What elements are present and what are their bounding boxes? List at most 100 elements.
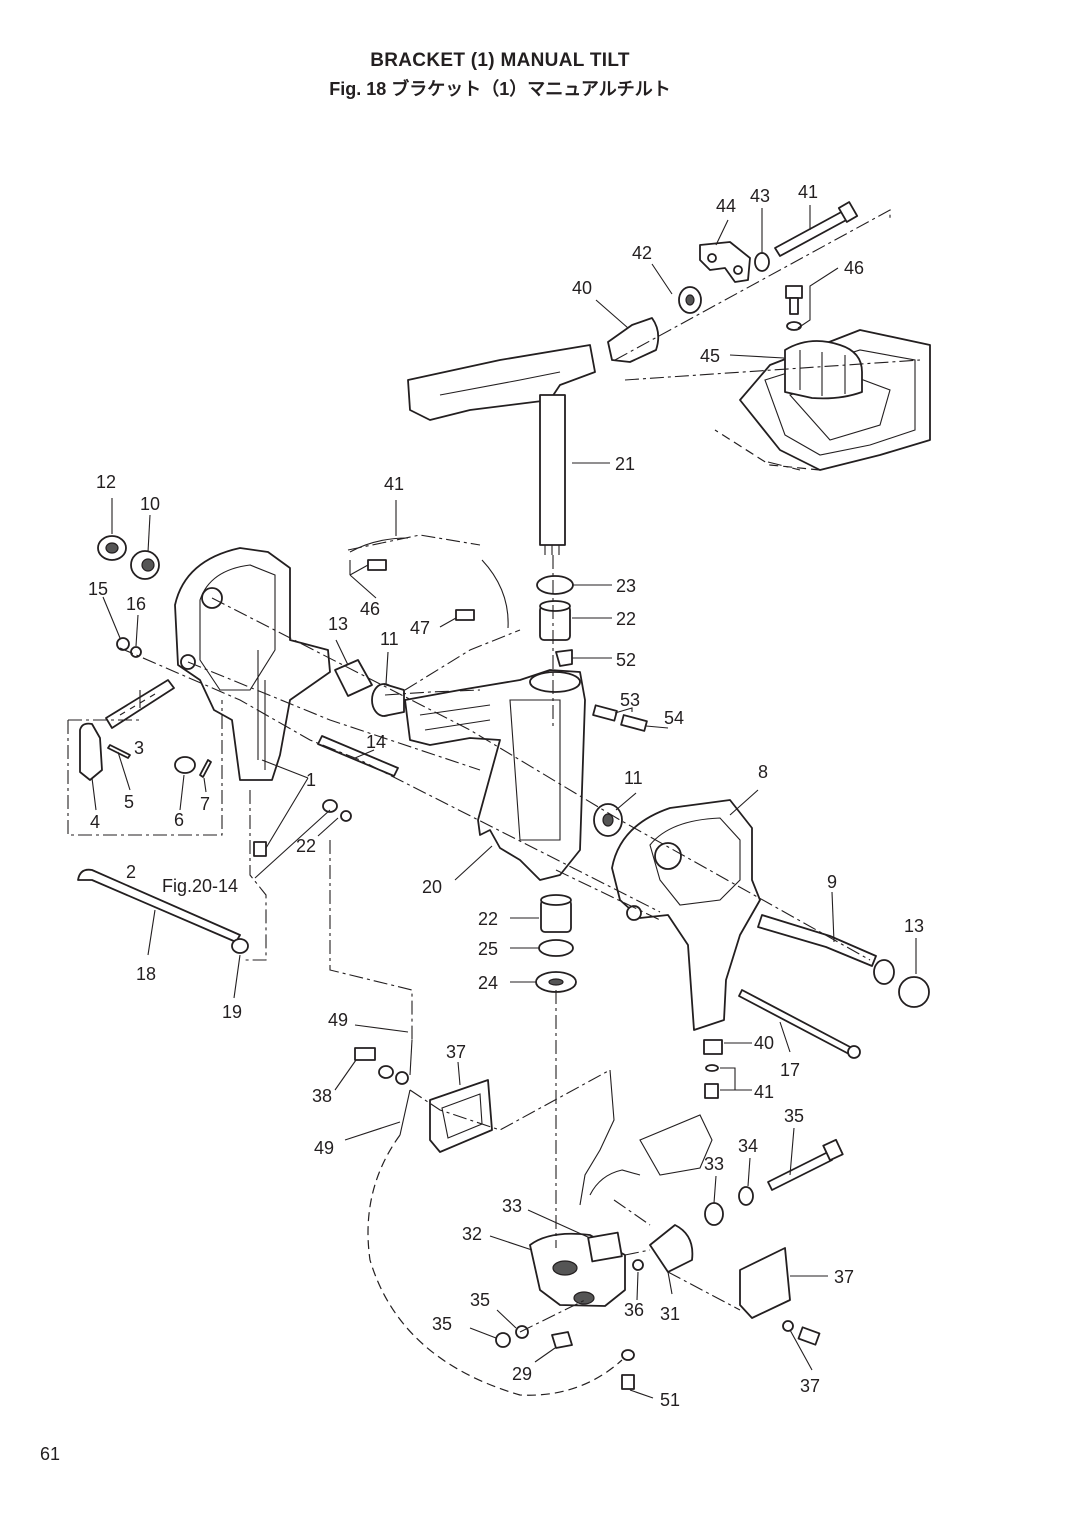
collar-10 <box>130 550 160 580</box>
callout-label: 20 <box>422 877 442 897</box>
callout-label: 51 <box>660 1390 680 1410</box>
tilt-bolt-9 <box>757 914 895 985</box>
nut-35-left <box>515 1325 529 1339</box>
callout-label: 32 <box>462 1224 482 1244</box>
callout-label: 52 <box>616 650 636 670</box>
callout-label: 33 <box>502 1196 522 1216</box>
block-30 <box>587 1231 623 1263</box>
callout-label: 13 <box>904 916 924 936</box>
callout-label: 4 <box>90 812 100 832</box>
nut-34 <box>495 1332 511 1348</box>
callout-label: 40 <box>754 1033 774 1053</box>
bolt-39 <box>704 1064 719 1099</box>
page-subtitle: Fig. 18 ブラケット（1）マニュアルチルト <box>329 79 671 99</box>
bolt-31 <box>767 1138 844 1191</box>
callout-label: 8 <box>758 762 768 782</box>
bolt-54 <box>620 714 648 732</box>
collar-12 <box>334 659 373 697</box>
bushing-42 <box>678 286 702 314</box>
callout-label: 44 <box>716 196 736 216</box>
callout-label: 19 <box>222 1002 242 1022</box>
bushing-11-left <box>371 683 405 717</box>
nut-15 <box>116 637 130 651</box>
washer-16 <box>130 646 142 658</box>
callout-label: 24 <box>478 973 498 993</box>
callout-label: 7 <box>200 794 210 814</box>
leader-lines <box>91 205 917 1399</box>
callout-label: 23 <box>616 576 636 596</box>
callout-label: 3 <box>134 738 144 758</box>
nut-13-left <box>97 535 127 561</box>
ring-25 <box>538 939 574 957</box>
bushing-40 <box>607 317 660 363</box>
callout-label: 36 <box>624 1300 644 1320</box>
stern-bracket-left <box>174 547 331 781</box>
callout-label: 41 <box>384 474 404 494</box>
washer-24 <box>535 971 577 993</box>
washer-23 <box>536 575 574 595</box>
callout-label: 40 <box>572 278 592 298</box>
callout-label: 11 <box>380 629 399 649</box>
callout-label: 46 <box>844 258 864 278</box>
callout-label: 47 <box>410 618 430 638</box>
callout-label: 29 <box>512 1364 532 1384</box>
callout-label: 53 <box>620 690 640 710</box>
cross-reference-label: Fig.20-14 <box>162 876 238 896</box>
clip-52 <box>555 649 573 667</box>
callout-label: 46 <box>360 599 380 619</box>
page-number: 61 <box>40 1444 61 1464</box>
tilt-rod-cover-4 <box>79 722 103 781</box>
callout-label: 45 <box>700 346 720 366</box>
bolt-49-lower <box>455 609 475 621</box>
plate-44 <box>699 241 751 283</box>
page-title: BRACKET (1) MANUAL TILT <box>370 50 630 71</box>
callout-label: 25 <box>478 939 498 959</box>
callout-label: 35 <box>470 1290 490 1310</box>
callout-label: 16 <box>126 594 146 614</box>
cap-19 <box>231 938 249 954</box>
bolt-37-right <box>782 1320 821 1346</box>
callout-label: 9 <box>827 872 837 892</box>
callout-label: 35 <box>784 1106 804 1126</box>
callout-label: 22 <box>478 909 498 929</box>
rod-17 <box>738 989 861 1059</box>
callout-label: 17 <box>780 1060 800 1080</box>
steering-shaft-21 <box>407 344 596 555</box>
callout-label: 18 <box>136 964 156 984</box>
callout-label: 49 <box>314 1138 334 1158</box>
callout-label: 12 <box>96 472 116 492</box>
bushing-28 <box>649 1224 694 1273</box>
callout-label: 49 <box>328 1010 348 1030</box>
assembly-lines <box>67 209 921 1396</box>
bolt-41 <box>774 201 859 257</box>
callout-label: 41 <box>798 182 818 202</box>
callout-label: 5 <box>124 792 134 812</box>
callout-label: 54 <box>664 708 684 728</box>
callout-label: 1 <box>306 770 316 790</box>
bolt-51 <box>621 1349 635 1390</box>
callout-label: 37 <box>834 1267 854 1287</box>
washer-32 <box>738 1186 754 1206</box>
lower-casing-outline <box>579 1069 713 1206</box>
callout-label: 22 <box>296 836 316 856</box>
callout-label: 15 <box>88 579 108 599</box>
clip-26 <box>551 1331 573 1349</box>
bushing-11-right <box>593 803 623 837</box>
callout-label: 31 <box>660 1304 680 1324</box>
cap-13-right <box>898 976 930 1008</box>
ground-lead-47 <box>395 1039 413 1085</box>
callout-label: 6 <box>174 810 184 830</box>
bolt-37-left <box>354 1047 394 1079</box>
bushing-22-lower <box>540 894 572 933</box>
callout-label: 38 <box>312 1086 332 1106</box>
callout-label: 41 <box>754 1082 774 1102</box>
screw-7 <box>199 759 212 778</box>
callout-label: 21 <box>615 454 635 474</box>
cover-36-left <box>429 1079 493 1153</box>
screw-5 <box>107 744 131 759</box>
ground-lead-50 <box>399 1089 411 1136</box>
grease-nipple-27 <box>322 799 352 822</box>
callout-label: 10 <box>140 494 160 514</box>
swivel-bracket-20 <box>404 669 586 881</box>
